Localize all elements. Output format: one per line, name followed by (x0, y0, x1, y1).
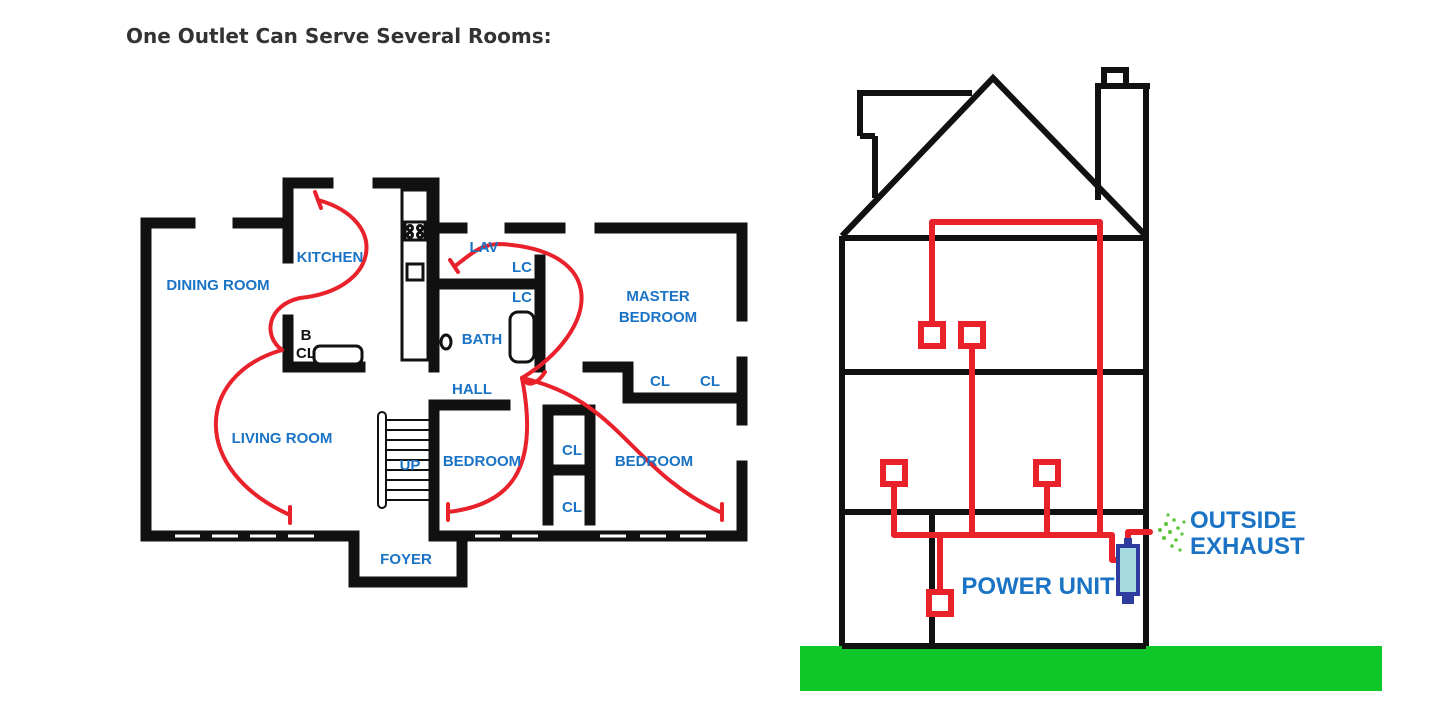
label-foyer: FOYER (380, 551, 432, 568)
label-cl-master-right: CL (700, 373, 720, 390)
outlet-main-left (880, 459, 908, 487)
label-hall: HALL (452, 381, 492, 398)
floor-plan: DINING ROOM KITCHEN LAV LC LC MASTER BED… (140, 177, 748, 588)
label-lc-top: LC (512, 259, 532, 276)
label-lav: LAV (470, 239, 499, 256)
power-unit (1116, 538, 1140, 604)
ground (800, 646, 1382, 691)
label-lc-bottom: LC (512, 289, 532, 306)
label-cl-kitchen: CL (296, 345, 316, 362)
label-cl-mid-top: CL (562, 442, 582, 459)
label-master-line2: BEDROOM (619, 309, 697, 326)
exhaust-spray (1158, 513, 1186, 552)
label-bedroom-left: BEDROOM (443, 453, 521, 470)
outlet-upper-right (958, 321, 986, 349)
label-b: B (301, 327, 312, 344)
outlet-main-right (1033, 459, 1061, 487)
page-title: One Outlet Can Serve Several Rooms: (126, 24, 552, 48)
room-labels: DINING ROOM KITCHEN LAV LC LC MASTER BED… (166, 239, 720, 568)
label-up: UP (400, 457, 421, 474)
house-labels: POWER UNIT OUTSIDE EXHAUST (961, 507, 1305, 600)
label-exhaust: EXHAUST (1190, 533, 1305, 560)
label-bedroom-right: BEDROOM (615, 453, 693, 470)
label-master-line1: MASTER (626, 288, 690, 305)
house-section: POWER UNIT OUTSIDE EXHAUST (800, 67, 1382, 691)
kitchen-counter (400, 188, 430, 362)
label-dining-room: DINING ROOM (166, 277, 269, 294)
kitchen-closet-labels: B CL (296, 327, 316, 362)
label-kitchen: KITCHEN (297, 249, 364, 266)
label-outside: OUTSIDE (1190, 507, 1297, 534)
duct-outlets (880, 321, 1061, 617)
floor-plan-ducts (213, 190, 724, 525)
outlet-basement (926, 589, 954, 617)
label-cl-master-left: CL (650, 373, 670, 390)
staircase (377, 411, 430, 509)
label-living-room: LIVING ROOM (232, 430, 333, 447)
house-walls (839, 67, 1150, 649)
outlet-upper-left (918, 321, 946, 349)
label-cl-mid-bottom: CL (562, 499, 582, 516)
label-power-unit: POWER UNIT (961, 573, 1115, 600)
bath-fixtures (312, 310, 536, 366)
label-bath: BATH (462, 331, 503, 348)
